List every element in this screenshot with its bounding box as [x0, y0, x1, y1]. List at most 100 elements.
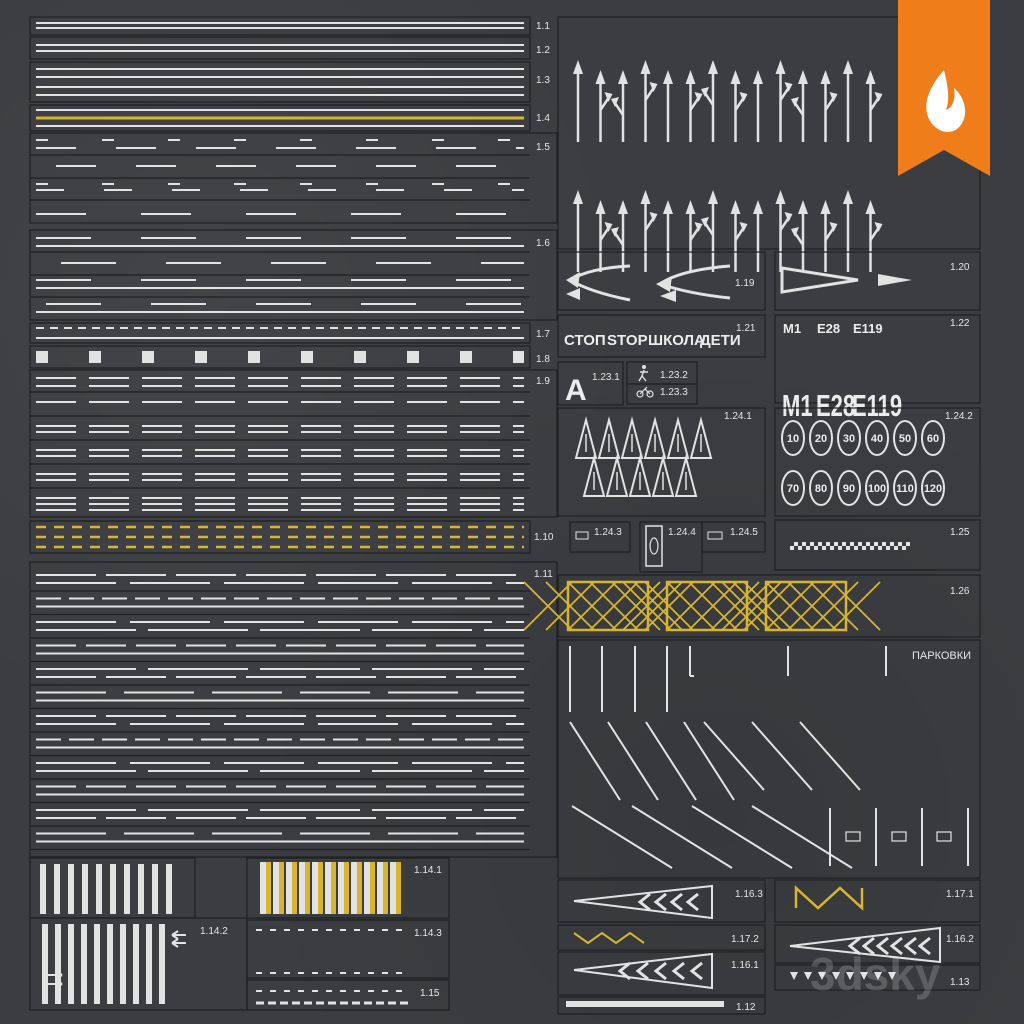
- checker-cell: [838, 546, 842, 550]
- section-1-20: 1.20: [774, 251, 981, 311]
- label-1-2: 1.2: [536, 45, 550, 56]
- arrow-head: [649, 212, 658, 222]
- parking-diag: [607, 721, 659, 801]
- zebra-stripe: [312, 862, 318, 914]
- checker-cell: [882, 542, 886, 546]
- warning-triangle: [582, 454, 606, 497]
- arrow-branch: [644, 87, 655, 101]
- chevron-mark: [875, 936, 889, 956]
- speed-limit-value: 90: [843, 483, 855, 495]
- checker-cell: [818, 542, 822, 546]
- zebra-stripe: [260, 862, 266, 914]
- warning-triangle: [643, 416, 667, 459]
- chevron-mark: [903, 936, 917, 956]
- label-1-10: 1.10: [534, 532, 554, 543]
- chevron-mark: [671, 961, 685, 981]
- parking-diag: [703, 721, 765, 791]
- label-1-14-3: 1.14.3: [414, 928, 442, 939]
- arrow-head: [694, 222, 703, 232]
- zebra-stripe-yellow: [305, 862, 310, 914]
- warning-triangle: [674, 454, 698, 497]
- speed-limit-ring: [837, 470, 861, 506]
- speed-limit-ring: [865, 470, 889, 506]
- zebra-stripe-yellow: [357, 862, 362, 914]
- arrow-head: [874, 92, 883, 102]
- section-1-14-1-white: [29, 857, 196, 919]
- arrow-branch: [779, 217, 790, 231]
- speed-limit-ring: [921, 470, 945, 506]
- arrow-head: [820, 200, 831, 214]
- speed-limit-ring: [809, 470, 833, 506]
- section-1-24-3: 1.24.3: [569, 521, 631, 553]
- disabled-person-icon: [936, 831, 952, 842]
- section-1-7: 1.7: [29, 322, 550, 344]
- parking-diag: [799, 721, 861, 791]
- zebra-stripe: [138, 864, 144, 914]
- label-1-13: 1.13: [950, 977, 970, 988]
- section-1-24-4: 1.24.4: [639, 521, 703, 573]
- label-1-4: 1.4: [536, 113, 550, 124]
- hatch: [523, 581, 573, 631]
- arrow-head: [663, 70, 673, 84]
- checker-cell: [906, 542, 910, 546]
- arrow-head: [663, 200, 673, 214]
- zebra-stripe: [110, 864, 116, 914]
- give-way-tooth: [874, 972, 882, 980]
- chevron-mark: [889, 936, 903, 956]
- section-1-23-1: А 1.23.1: [557, 361, 624, 407]
- badge: [898, 0, 990, 176]
- arrow-head: [604, 222, 613, 232]
- section-1-17-1: 1.17.1: [774, 879, 981, 923]
- give-way-tooth: [832, 972, 840, 980]
- label-1-25: 1.25: [950, 527, 970, 538]
- section-1-1: 1.1: [29, 16, 550, 36]
- speed-limit-value: 40: [871, 433, 883, 445]
- section-1-22: M1 E28 E119 M1 E28 E119 1.22: [774, 314, 981, 423]
- arrow-head: [618, 200, 628, 214]
- hatch: [567, 581, 617, 631]
- zebra-stripe: [68, 864, 74, 914]
- label-1-14-1: 1.14.1: [414, 865, 442, 876]
- checker-cell: [834, 542, 838, 546]
- label-1-16-3: 1.16.3: [735, 889, 763, 900]
- checker-cell: [898, 542, 902, 546]
- arrow-head: [685, 70, 696, 84]
- hatch: [831, 581, 881, 631]
- label-1-16-2: 1.16.2: [946, 934, 974, 945]
- speed-limit-ring: [893, 420, 917, 456]
- checker-cell: [894, 546, 898, 550]
- label-1-23-1: 1.23.1: [592, 372, 620, 383]
- speed-limit-value: 50: [899, 433, 911, 445]
- label-1-22: 1.22: [950, 318, 970, 329]
- pedestrian-icon: [638, 365, 648, 382]
- checker-cell: [870, 546, 874, 550]
- parking-diag: [631, 805, 733, 869]
- arrow-head: [685, 200, 696, 214]
- arrow-head: [694, 92, 703, 102]
- letter-a: А: [565, 374, 587, 407]
- zebra-stripe: [82, 864, 88, 914]
- speed-limit-ring: [921, 420, 945, 456]
- label-1-21: 1.21: [736, 323, 756, 334]
- arrow-head: [611, 227, 619, 237]
- checker-cell: [886, 546, 890, 550]
- checker-cell: [826, 542, 830, 546]
- label-1-11: 1.11: [534, 569, 553, 580]
- hatch: [622, 581, 672, 631]
- warning-triangle: [666, 416, 690, 459]
- checker-cell: [790, 546, 794, 550]
- checker-cell: [814, 546, 818, 550]
- arrow-head: [573, 190, 583, 204]
- section-1-12: 1.12: [557, 996, 766, 1015]
- section-parking: ПАРКОВКИ: [557, 639, 981, 879]
- checker-cell: [866, 542, 870, 546]
- arrow-head: [640, 190, 651, 204]
- section-1-23-3: 1.23.3: [626, 383, 698, 405]
- label-1-16-1: 1.16.1: [731, 960, 759, 971]
- arrow-branch: [869, 97, 880, 111]
- label-1-20: 1.20: [950, 262, 970, 273]
- section-1-8: 1.8: [29, 345, 550, 369]
- section-1-15: 1.15: [246, 979, 450, 1011]
- speed-limit-value: 110: [896, 483, 914, 495]
- arrow-head: [708, 60, 718, 74]
